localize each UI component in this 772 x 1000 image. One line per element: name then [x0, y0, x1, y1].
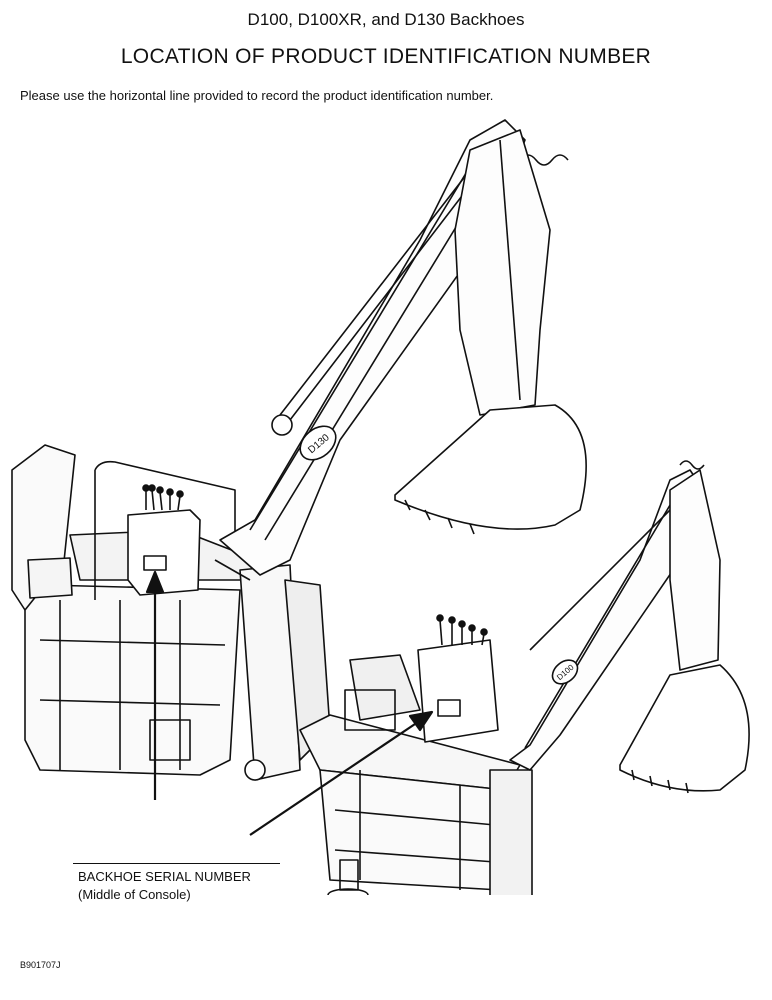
large-backhoe-bucket	[394, 404, 587, 535]
figure-code: B901707J	[20, 960, 61, 970]
small-backhoe-frame	[299, 654, 533, 895]
large-backhoe-dipper	[454, 129, 551, 416]
page-title: D100, D100XR, and D130 Backhoes	[247, 10, 525, 29]
large-backhoe-console	[127, 484, 201, 596]
serial-number-record-line	[73, 863, 280, 864]
small-backhoe-dipper	[669, 469, 721, 671]
large-backhoe-frame	[11, 444, 271, 776]
backhoe-illustration: D130 D100	[11, 119, 750, 895]
serial-number-label: BACKHOE SERIAL NUMBER	[78, 869, 251, 884]
small-backhoe-console	[417, 614, 499, 743]
d130-badge	[299, 425, 337, 461]
large-backhoe-swing	[214, 559, 331, 781]
small-backhoe-bucket	[619, 664, 750, 794]
callout-arrow-small	[249, 710, 434, 836]
section-heading: LOCATION OF PRODUCT IDENTIFICATION NUMBE…	[120, 45, 652, 68]
instruction-text: Please use the horizontal line provided …	[20, 88, 494, 103]
serial-number-location: (Middle of Console)	[78, 887, 191, 902]
serial-number-callout: BACKHOE SERIAL NUMBER (Middle of Console…	[78, 868, 251, 904]
callout-arrow-large	[145, 570, 165, 800]
